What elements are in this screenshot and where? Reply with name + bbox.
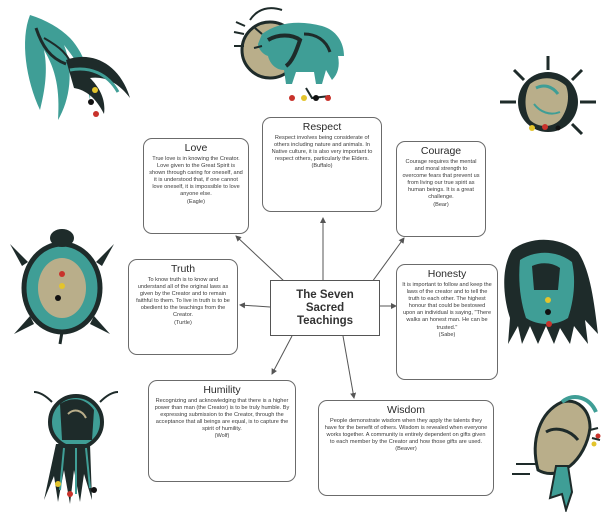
center-title: The Seven Sacred Teachings — [296, 288, 354, 327]
turtle-icon — [10, 229, 114, 345]
teaching-truth: Truth To know truth is to know and under… — [128, 259, 238, 355]
wisdom-animal: (Beaver) — [395, 446, 417, 453]
teaching-humility: Humility Recognizing and acknowledging t… — [148, 380, 296, 482]
teaching-love: Love True love is in knowing the Creator… — [143, 138, 249, 234]
bear-icon — [500, 56, 596, 136]
courage-description: Courage requires the mental and moral st… — [402, 159, 480, 201]
arrow-to-truth — [239, 302, 271, 309]
wisdom-description: People demonstrate wisdom when they appl… — [324, 418, 488, 446]
courage-animal: (Bear) — [433, 201, 449, 208]
love-animal: (Eagle) — [186, 198, 206, 205]
wisdom-title: Wisdom — [387, 404, 425, 416]
arrow-to-humility — [271, 335, 293, 375]
wolf-icon — [33, 391, 119, 504]
respect-description: Respect involves being considerate of ot… — [271, 135, 373, 163]
truth-title: Truth — [170, 263, 196, 275]
respect-animal: (Buffalo) — [311, 163, 333, 170]
connector-arrows — [235, 217, 405, 399]
teaching-courage: Courage Courage requires the mental and … — [396, 141, 486, 237]
eagle-icon — [25, 15, 130, 120]
honesty-description: It is important to follow and keep the l… — [402, 282, 492, 331]
buffalo-icon — [233, 7, 344, 101]
truth-description: To know truth is to know and understand … — [136, 277, 230, 319]
beaver-icon — [512, 395, 601, 512]
love-title: Love — [184, 142, 208, 154]
teaching-wisdom: Wisdom People demonstrate wisdom when th… — [318, 400, 494, 496]
arrow-to-love — [235, 235, 286, 283]
humility-title: Humility — [203, 384, 241, 396]
center-title-box: The Seven Sacred Teachings — [270, 280, 380, 336]
teaching-respect: Respect Respect involves being considera… — [262, 117, 382, 212]
honesty-title: Honesty — [427, 268, 467, 280]
honesty-animal: (Sabe) — [438, 331, 456, 338]
truth-animal: (Turtle) — [174, 319, 192, 326]
arrow-to-wisdom — [342, 335, 357, 399]
humility-animal: (Wolf) — [214, 433, 230, 440]
humility-description: Recognizing and acknowledging that there… — [154, 398, 290, 433]
respect-title: Respect — [302, 121, 342, 133]
arrow-to-courage — [371, 237, 405, 283]
teaching-honesty: Honesty It is important to follow and ke… — [396, 264, 498, 380]
courage-title: Courage — [420, 145, 462, 157]
love-description: True love is in knowing the Creator. Lov… — [149, 156, 243, 198]
sabe-icon — [504, 239, 598, 344]
